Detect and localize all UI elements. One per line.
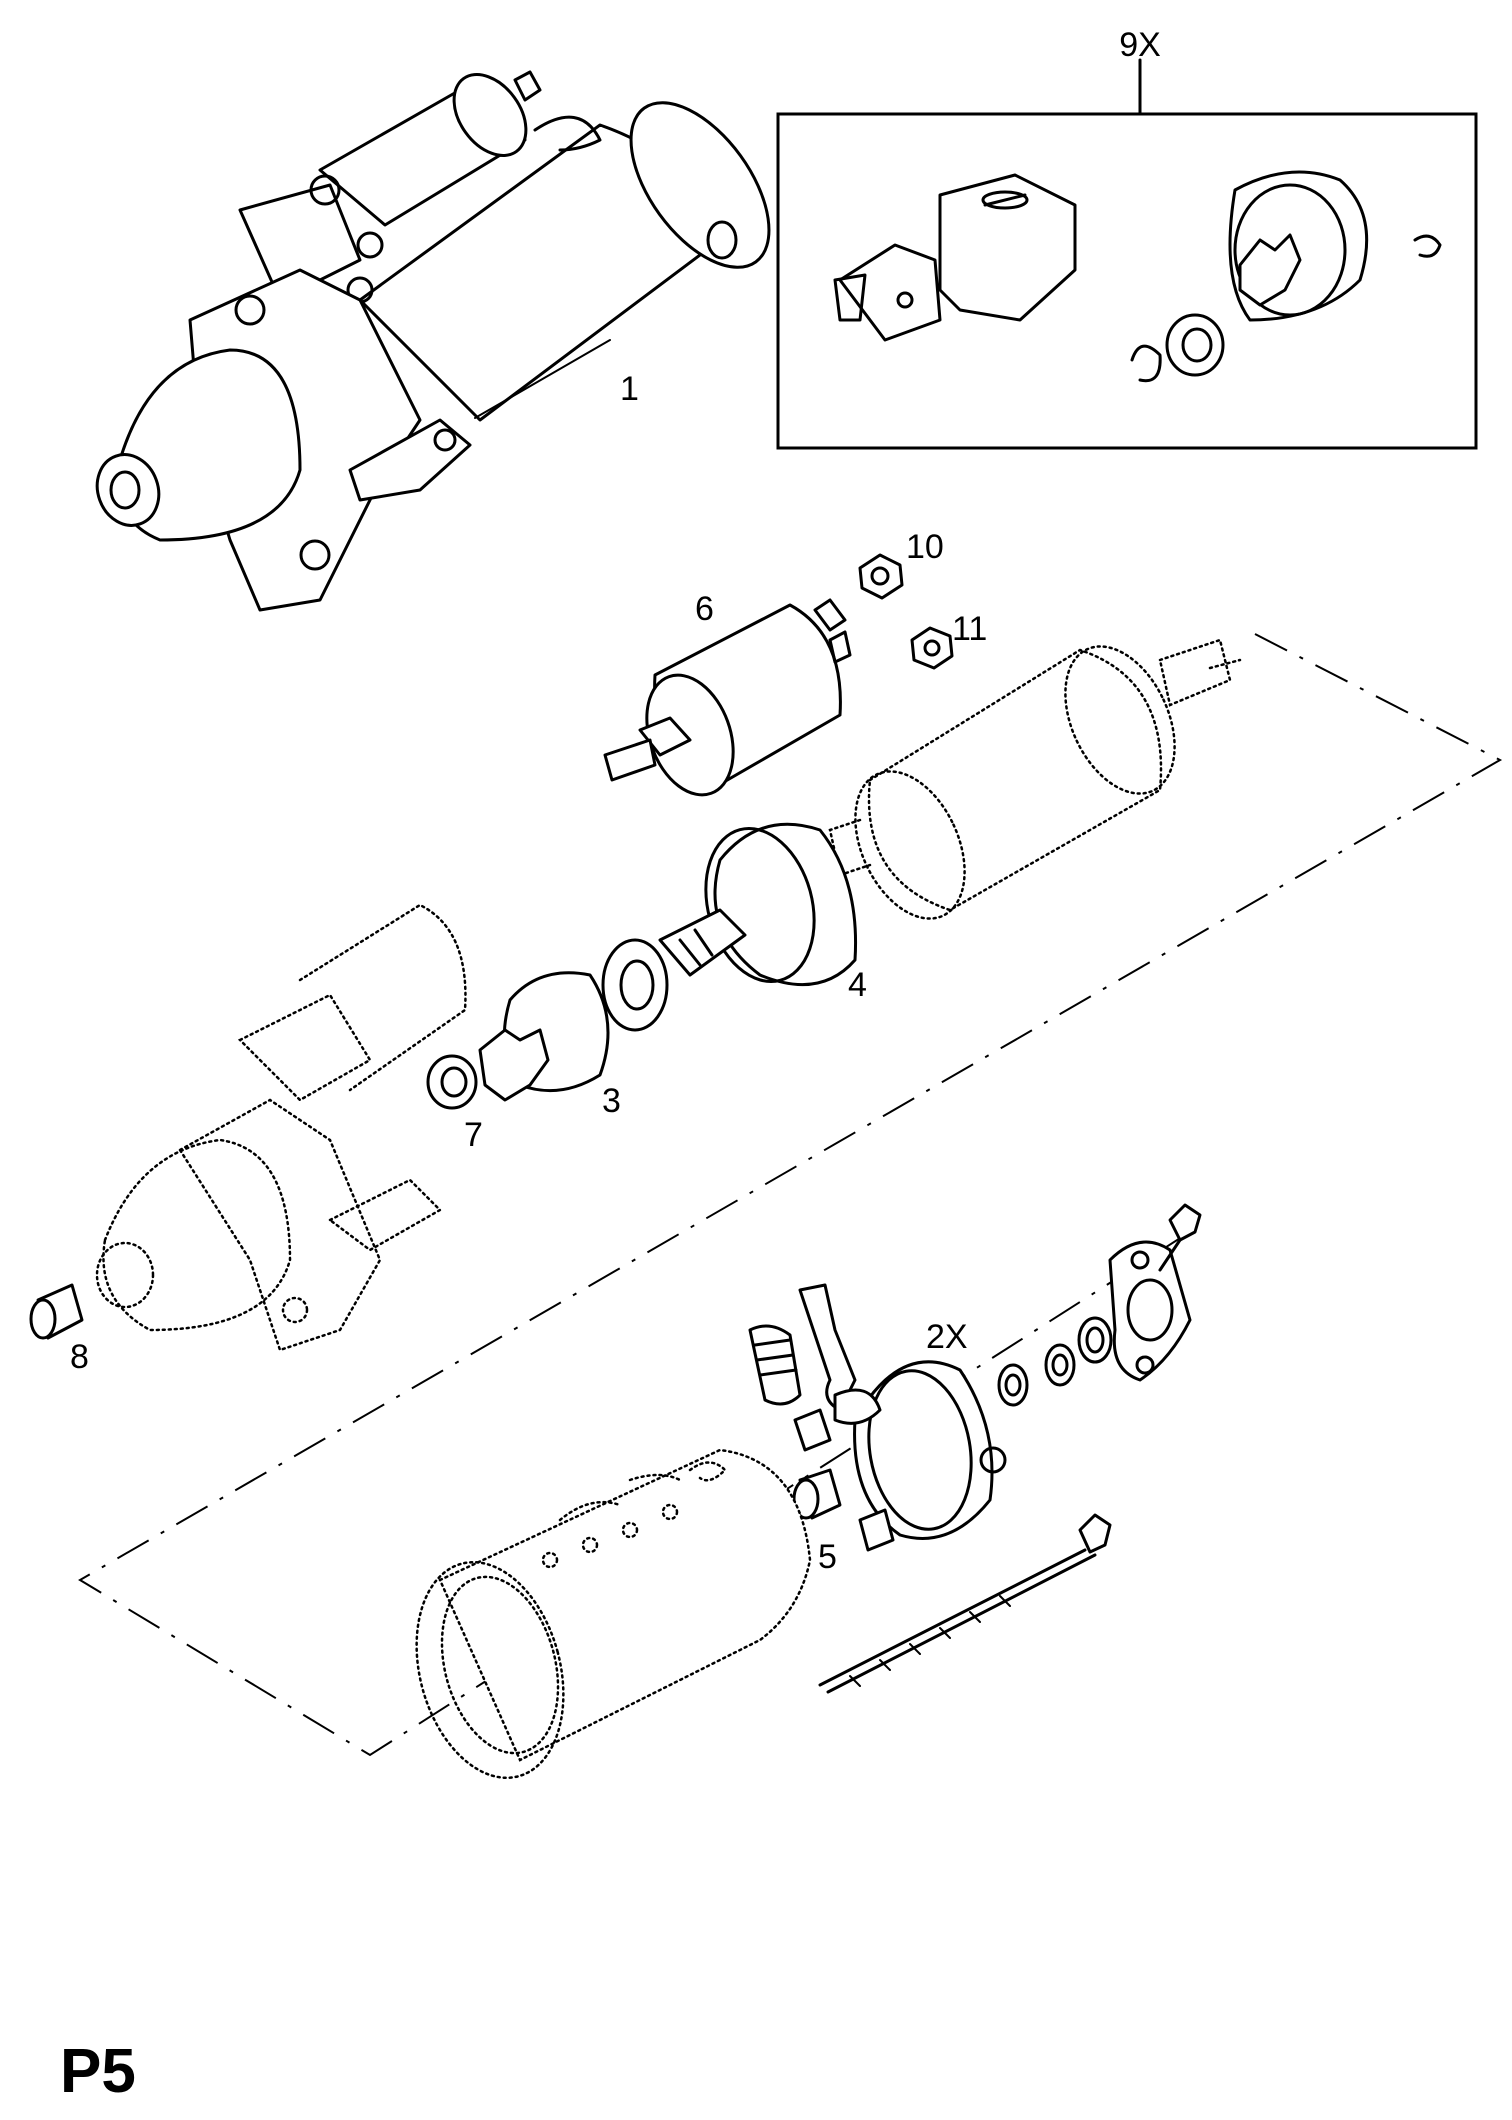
callout-6: 6	[695, 590, 714, 628]
callout-4: 4	[848, 966, 867, 1004]
armature-dotted	[828, 638, 1242, 920]
callout-8: 8	[70, 1338, 89, 1376]
bushing-part-8	[29, 1283, 84, 1340]
nut-part-10	[858, 553, 904, 600]
starter-motor-assembly-part-1	[95, 70, 771, 612]
ring-part-7	[426, 1054, 478, 1110]
callout-2x: 2X	[926, 1318, 968, 1356]
starter-outline-dotted	[95, 903, 467, 1352]
kit-solenoid-switch	[938, 173, 1077, 322]
bearing-housing-part-4	[658, 822, 858, 987]
stator-housing-dotted	[415, 1448, 812, 1780]
kit-bearing-ring	[1165, 313, 1225, 377]
page-code: P5	[60, 2037, 136, 2106]
washer-set	[997, 1316, 1113, 1407]
exploded-view-boundary	[78, 633, 1503, 1757]
solenoid-part-6	[603, 598, 852, 797]
through-bolt	[818, 1513, 1112, 1694]
callout-11: 11	[952, 610, 987, 648]
nut-part-11	[910, 626, 954, 670]
callout-10: 10	[906, 528, 944, 566]
kit-circlip	[1130, 344, 1162, 383]
drive-pinion-part-3	[478, 938, 669, 1102]
kit-9x-box	[776, 58, 1478, 450]
callout-9x: 9X	[1119, 26, 1161, 64]
brush-plate-part-2x	[748, 1283, 1007, 1552]
callout-1: 1	[620, 370, 639, 408]
bushing-part-5	[792, 1468, 842, 1520]
screw-top	[1158, 1203, 1202, 1272]
end-cap-gasket	[1108, 1240, 1192, 1382]
callout-5: 5	[818, 1538, 837, 1576]
leader-1	[474, 339, 611, 419]
kit-frame	[776, 112, 1478, 450]
callout-3: 3	[602, 1082, 621, 1120]
callout-7: 7	[464, 1116, 483, 1154]
